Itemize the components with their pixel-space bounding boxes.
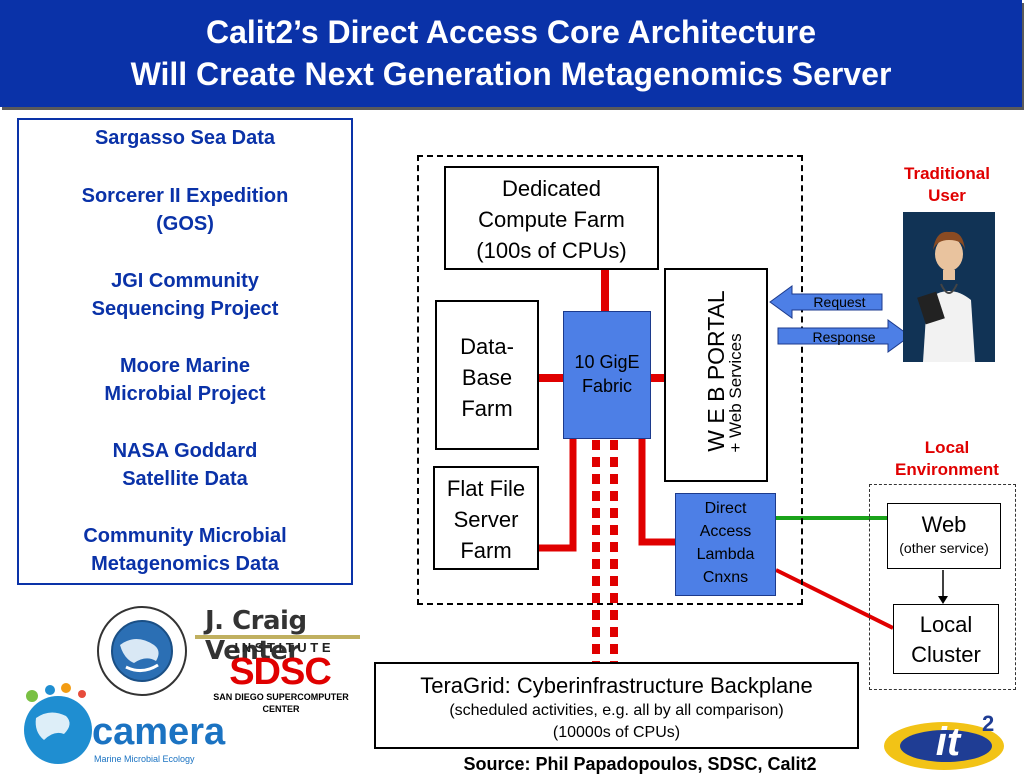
jcvi-logo-institute: I N S T I T U T E <box>234 640 331 655</box>
it2-swoosh-icon <box>884 722 1004 770</box>
camera-logo-text: camera <box>92 711 226 753</box>
web-service-box: Web (other service) <box>887 503 1001 569</box>
source-credit: Source: Phil Papadopoulos, SDSC, Calit2 <box>463 754 817 774</box>
web-label: Web <box>921 512 967 537</box>
core-architecture-boundary <box>417 155 803 605</box>
user-photo <box>903 212 995 362</box>
response-label: Response <box>812 329 876 345</box>
globe-seal-icon <box>97 606 187 696</box>
sdsc-logo-sub: SAN DIEGO SUPERCOMPUTER CENTER <box>213 692 349 714</box>
it2-superscript: 2 <box>982 711 995 736</box>
title-line-2: Will Create Next Generation Metagenomics… <box>130 56 892 92</box>
jcvi-rule <box>195 635 360 639</box>
local-environment-boundary <box>869 484 1016 690</box>
request-arrow <box>769 285 883 319</box>
sdsc-logo: SDSC <box>229 651 332 693</box>
project-sargasso: Sargasso Sea Data <box>94 127 276 149</box>
response-arrow <box>777 319 911 353</box>
request-label: Request <box>813 294 866 310</box>
camera-globe-icon <box>24 683 92 764</box>
link-fabric-direct <box>638 438 676 546</box>
title-line-1: Calit2’s Direct Access Core Architecture <box>205 14 817 50</box>
title-banner <box>0 0 1022 107</box>
project-list-panel <box>17 118 353 585</box>
web-portal-box: W E B PORTAL + Web Services <box>664 268 768 482</box>
teragrid-subtitle-2: (10000s of CPUs) <box>552 724 681 741</box>
teragrid-box: TeraGrid: Cyberinfrastructure Backplane … <box>374 662 859 749</box>
it2-logo: it 2 <box>882 712 1010 774</box>
it2-text: it <box>935 720 961 764</box>
teragrid-title: TeraGrid: Cyberinfrastructure Backplane <box>420 673 813 698</box>
project-sorcerer: Sorcerer II Expedition(GOS) <box>81 185 289 235</box>
arrow-web-cluster-head <box>938 596 948 604</box>
ceo-seal-logo <box>96 605 188 697</box>
web-sub-label: (other service) <box>899 540 989 556</box>
camera-globe-logo <box>14 680 96 770</box>
doctor-icon <box>903 212 995 362</box>
link-direct-cluster <box>775 568 894 630</box>
jcvi-logo-name: J. Craig Venter <box>205 606 307 666</box>
camera-logo-sub: Marine Microbial Ecology <box>94 754 195 764</box>
teragrid-subtitle-1: (scheduled activities, e.g. all by all c… <box>449 702 784 719</box>
link-fabric-flatfile <box>538 438 577 552</box>
